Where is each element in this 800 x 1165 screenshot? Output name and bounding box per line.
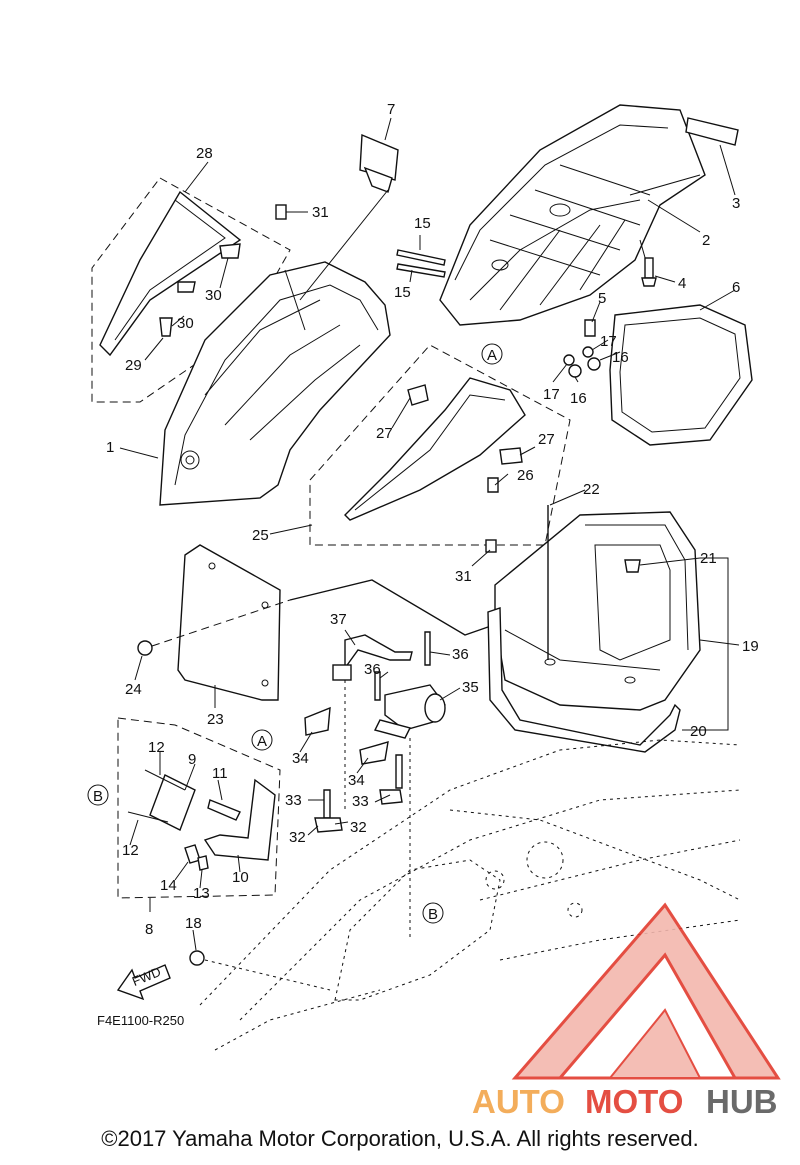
label-26: 26 <box>517 467 534 484</box>
label-27a: 27 <box>376 425 393 442</box>
label-33b: 33 <box>352 793 369 810</box>
bolt-31-mid <box>485 539 497 553</box>
label-11: 11 <box>212 765 228 782</box>
tab-34-a <box>304 706 331 736</box>
storage-tray-2 <box>439 104 706 326</box>
label-18: 18 <box>185 915 202 932</box>
bolt-31-top <box>275 204 287 220</box>
label-15b: 15 <box>394 284 411 301</box>
figure-code: F4E1100-R250 <box>97 1013 184 1028</box>
label-17b: 17 <box>543 386 560 403</box>
bolt-33-a <box>323 789 331 819</box>
label-14: 14 <box>160 877 177 894</box>
part-7-clip <box>299 133 399 301</box>
watermark-moto: MOTO <box>585 1083 683 1120</box>
label-22: 22 <box>583 481 600 498</box>
label-16b: 16 <box>570 390 587 407</box>
label-15a: 15 <box>414 215 431 232</box>
group-8-box <box>117 717 281 899</box>
plug-18 <box>189 950 205 966</box>
label-36a: 36 <box>364 661 381 678</box>
part-35-cylinder <box>373 684 446 940</box>
part-labels: 1 2 3 4 5 6 7 8 9 10 11 12 12 13 14 15 1… <box>106 101 759 938</box>
bolt-36-a <box>374 671 381 701</box>
bracket-32-a <box>314 817 343 833</box>
label-8: 8 <box>145 921 153 938</box>
label-28: 28 <box>196 145 213 162</box>
label-12a: 12 <box>148 739 165 756</box>
label-32a: 32 <box>289 829 306 846</box>
label-13: 13 <box>193 885 210 902</box>
callout-b-left: B <box>87 784 109 806</box>
clip-21 <box>624 559 641 573</box>
label-35: 35 <box>462 679 479 696</box>
callout-a-top-text: A <box>487 347 497 364</box>
callout-a-bottom: A <box>251 729 273 751</box>
bolts-15 <box>396 249 446 278</box>
callout-a-top: A <box>481 343 503 365</box>
label-19: 19 <box>742 638 759 655</box>
label-23: 23 <box>207 711 224 728</box>
label-30b: 30 <box>177 315 194 332</box>
bracket-32-b <box>379 789 403 805</box>
nuts-washers-16-17 <box>563 346 601 378</box>
label-30a: 30 <box>205 287 222 304</box>
label-1: 1 <box>106 439 114 456</box>
part-4-bolt <box>641 257 657 287</box>
label-32b: 32 <box>350 819 367 836</box>
part-5-bolt <box>584 319 596 337</box>
label-2: 2 <box>702 232 710 249</box>
leader-lines <box>119 117 740 951</box>
label-37: 37 <box>330 611 347 628</box>
part-3-strip <box>685 117 739 146</box>
label-3: 3 <box>732 195 740 212</box>
hull-cover-1 <box>159 261 391 506</box>
watermark-hub: HUB <box>706 1083 778 1120</box>
label-29: 29 <box>125 357 142 374</box>
seal-6 <box>609 304 753 446</box>
bolt-33-b <box>395 754 403 789</box>
callout-b-right-text: B <box>428 906 438 923</box>
label-4: 4 <box>678 275 686 292</box>
label-12b: 12 <box>122 842 139 859</box>
watermark-auto: AUTO <box>472 1083 565 1120</box>
label-31a: 31 <box>312 204 329 221</box>
label-10: 10 <box>232 869 249 886</box>
label-36b: 36 <box>452 646 469 663</box>
panel-23 <box>177 544 281 701</box>
label-34a: 34 <box>292 750 309 767</box>
label-24: 24 <box>125 681 142 698</box>
callout-b-right: B <box>422 902 444 924</box>
bolt-36-b <box>424 631 431 666</box>
label-34b: 34 <box>348 772 365 789</box>
label-6: 6 <box>732 279 740 296</box>
tab-34-b <box>359 741 389 765</box>
label-25: 25 <box>252 527 269 544</box>
hull-outline <box>199 739 741 1051</box>
label-21: 21 <box>700 550 717 567</box>
leader-18 <box>204 959 331 991</box>
label-5: 5 <box>598 290 606 307</box>
label-16a: 16 <box>612 349 629 366</box>
label-20: 20 <box>690 723 707 740</box>
watermark-logo: AUTO MOTO HUB <box>472 902 781 1120</box>
callout-a-bottom-text: A <box>257 733 267 750</box>
fwd-arrow: FWD <box>116 964 171 1001</box>
callout-b-left-text: B <box>93 788 103 805</box>
group-28-box <box>91 177 291 403</box>
copyright-footer: ©2017 Yamaha Motor Corporation, U.S.A. A… <box>101 1126 699 1151</box>
strap-37 <box>332 634 413 810</box>
storage-bin-19 <box>494 511 701 711</box>
group-25-box <box>309 344 571 546</box>
label-27b: 27 <box>538 431 555 448</box>
label-9: 9 <box>188 751 196 768</box>
label-31b: 31 <box>455 568 472 585</box>
label-17a: 17 <box>600 333 617 350</box>
label-7: 7 <box>387 101 395 118</box>
label-33a: 33 <box>285 792 302 809</box>
seal-20 <box>487 607 681 753</box>
